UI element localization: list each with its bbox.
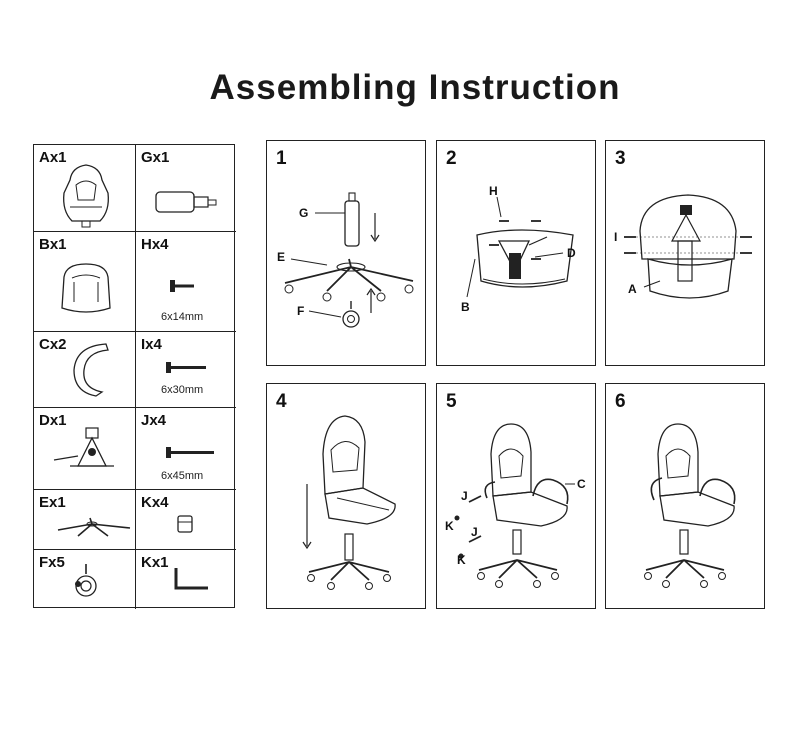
gas-lift-icon <box>155 191 217 213</box>
callout-k: K <box>445 519 454 533</box>
part-cell-h: Hx4 6x14mm <box>136 232 236 332</box>
seat-icon <box>61 263 111 313</box>
part-cell-g: Gx1 <box>136 145 236 232</box>
callout-i: I <box>614 230 617 244</box>
part-cell-k: Kx4 <box>136 490 236 550</box>
callout-h: H <box>489 184 498 198</box>
step-5: 5 C J K J K <box>436 383 596 609</box>
callout-c: C <box>577 477 586 491</box>
part-cell-e: Ex1 <box>34 490 136 550</box>
part-size: 6x14mm <box>161 311 204 323</box>
page-title: Assembling Instruction <box>209 68 621 107</box>
backrest-icon <box>63 164 109 228</box>
part-cell-allen-key: Kx1 <box>136 550 236 609</box>
mechanism-icon <box>53 427 114 467</box>
part-cell-d: Dx1 <box>34 408 136 490</box>
parts-list: Ax1 Gx1 Bx1 Hx4 6x14mm Cx2 <box>33 144 236 609</box>
part-cell-i: Ix4 6x30mm <box>136 332 236 408</box>
step-number: 6 <box>615 391 626 412</box>
callout-j: J <box>461 489 468 503</box>
part-label: Hx4 <box>141 236 169 253</box>
step-6: 6 <box>605 383 765 609</box>
part-label: Gx1 <box>141 149 170 166</box>
part-size: 6x45mm <box>161 470 204 482</box>
step-number: 1 <box>276 148 287 169</box>
part-label: Ax1 <box>39 149 67 166</box>
step-1: 1 G E F <box>266 140 426 366</box>
part-cell-f: Fx5 <box>34 550 136 609</box>
step-number: 2 <box>446 148 457 169</box>
callout-b: B <box>461 300 470 314</box>
step-number: 3 <box>615 148 626 169</box>
step-4: 4 <box>266 383 426 609</box>
part-label: Cx2 <box>39 336 67 353</box>
part-label: Fx5 <box>39 554 65 571</box>
cap-icon <box>177 515 193 533</box>
part-label: Kx4 <box>141 494 169 511</box>
callout-j: J <box>471 525 478 539</box>
step-4-diagram <box>302 415 396 590</box>
step-2: 2 H D B <box>436 140 596 366</box>
step-3: 3 I A <box>605 140 765 366</box>
part-label: Dx1 <box>39 412 67 429</box>
star-base-icon <box>57 517 131 537</box>
part-cell-a: Ax1 <box>34 145 136 232</box>
part-label: Bx1 <box>39 236 67 253</box>
step-5-diagram: C J K J K <box>445 423 586 588</box>
part-cell-c: Cx2 <box>34 332 136 408</box>
part-label: Ex1 <box>39 494 66 511</box>
part-label: Ix4 <box>141 336 162 353</box>
callout-g: G <box>299 206 308 220</box>
callout-d: D <box>567 246 576 260</box>
part-cell-j: Jx4 6x45mm <box>136 408 236 490</box>
bolt-icon <box>170 280 194 292</box>
part-size: 6x30mm <box>161 384 204 396</box>
callout-e: E <box>277 250 285 264</box>
step-6-diagram <box>644 423 736 588</box>
allen-key-icon <box>174 568 208 590</box>
step-number: 4 <box>276 391 287 412</box>
callout-a: A <box>628 282 637 296</box>
part-label: Jx4 <box>141 412 167 429</box>
step-3-diagram: I A <box>614 194 752 299</box>
caster-icon <box>75 564 97 597</box>
armrest-icon <box>73 343 109 397</box>
step-2-diagram: H D B <box>461 184 576 314</box>
bolt-icon <box>166 362 206 373</box>
callout-k: K <box>457 553 466 567</box>
part-cell-b: Bx1 <box>34 232 136 332</box>
step-1-diagram: G E F <box>277 192 414 328</box>
part-label: Kx1 <box>141 554 169 571</box>
step-number: 5 <box>446 391 457 412</box>
bolt-icon <box>166 447 214 458</box>
callout-f: F <box>297 304 304 318</box>
